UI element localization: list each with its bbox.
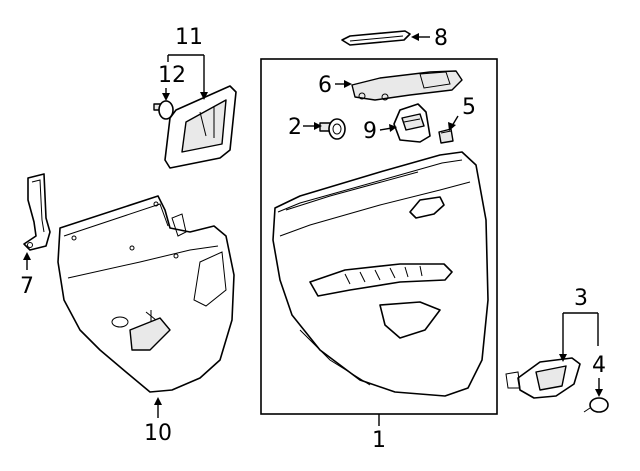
callout-9: 9 xyxy=(363,119,377,144)
window-switch-part[interactable] xyxy=(393,103,431,143)
door-trim-panel[interactable] xyxy=(272,151,489,397)
callout-labels: 1 2 3 4 5 6 7 8 9 10 11 12 xyxy=(20,25,606,453)
screw-part[interactable] xyxy=(319,118,346,140)
leader-lines xyxy=(23,33,603,426)
callout-7: 7 xyxy=(20,274,34,299)
callout-8: 8 xyxy=(434,26,448,51)
callout-10: 10 xyxy=(144,421,172,446)
callout-1: 1 xyxy=(372,428,386,453)
callout-6: 6 xyxy=(318,73,332,98)
callout-2: 2 xyxy=(288,115,302,140)
callout-5: 5 xyxy=(462,95,476,120)
callout-4: 4 xyxy=(592,353,606,378)
callout-11: 11 xyxy=(175,25,203,50)
cap-part[interactable] xyxy=(583,397,609,413)
clip-part[interactable] xyxy=(438,128,454,144)
water-deflector-part[interactable] xyxy=(57,195,235,393)
reflector-trim-part[interactable] xyxy=(164,85,237,169)
push-pin-part[interactable] xyxy=(153,100,174,120)
upper-garnish-part[interactable] xyxy=(351,70,463,101)
callout-3: 3 xyxy=(574,286,588,311)
inside-handle-part[interactable] xyxy=(505,357,581,399)
weatherstrip-part[interactable] xyxy=(341,30,411,46)
bracket-part[interactable] xyxy=(23,173,51,251)
callout-12: 12 xyxy=(158,63,186,88)
